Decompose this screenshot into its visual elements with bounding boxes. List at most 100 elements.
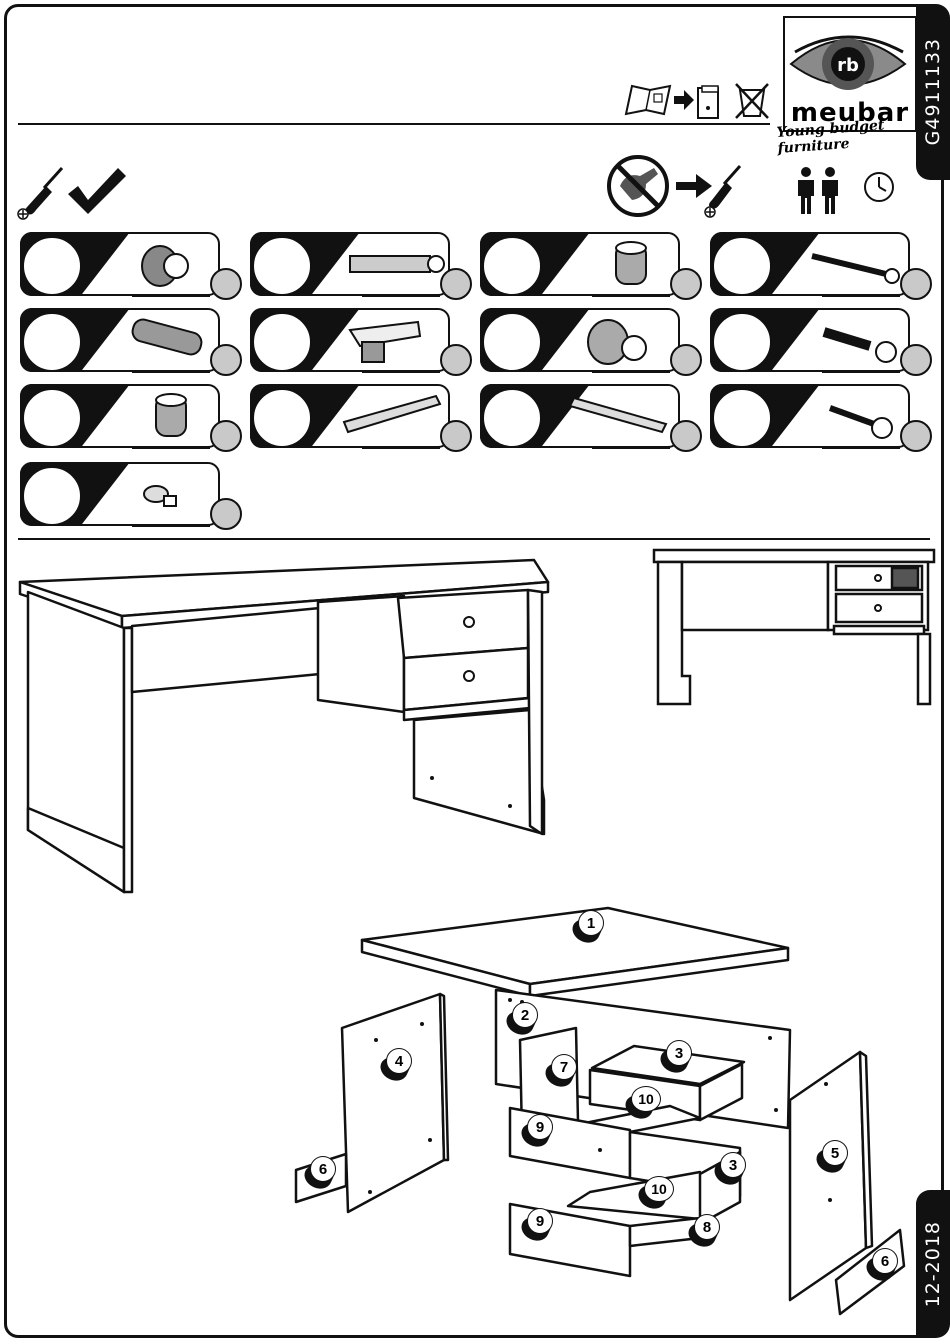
quantity-underline: [132, 371, 210, 373]
desk-front-view-illustration: [652, 546, 936, 710]
part-callout-9: 9: [527, 1208, 559, 1238]
part-number-circle: [22, 236, 82, 296]
callout-number: 4: [386, 1048, 412, 1074]
quantity-underline: [592, 371, 670, 373]
part-callout-8: 8: [694, 1214, 726, 1244]
part-number-circle: [22, 312, 82, 372]
shelf-support-icon: [340, 312, 450, 372]
eye-logo-icon: rb: [785, 22, 911, 102]
part-callout-6: 6: [872, 1248, 904, 1278]
quantity-underline: [822, 371, 900, 373]
callout-number: 8: [694, 1214, 720, 1240]
hardware-slot-shelf-support: [250, 308, 472, 376]
exploded-view-illustration: [290, 900, 920, 1320]
quantity-underline: [132, 525, 210, 527]
callout-number: 2: [512, 1002, 538, 1028]
part-callout-10: 10: [644, 1176, 676, 1206]
quantity-circle: [210, 344, 242, 376]
quantity-circle: [210, 498, 242, 530]
callout-number: 3: [720, 1152, 746, 1178]
part-callout-7: 7: [551, 1054, 583, 1084]
part-number-circle: [712, 312, 772, 372]
quantity-circle: [900, 268, 932, 300]
quantity-underline: [362, 295, 440, 297]
callout-number: 7: [551, 1054, 577, 1080]
cam-bolt-icon: [110, 236, 220, 296]
quantity-circle: [210, 420, 242, 452]
quantity-circle: [900, 344, 932, 376]
quantity-circle: [210, 268, 242, 300]
drawer-connector-icon: [800, 312, 910, 372]
header-divider: [18, 123, 770, 125]
wooden-dowel-icon: [110, 312, 220, 372]
drawer-runner-left-icon: [340, 388, 450, 448]
hardware-slot-wood-screw: [710, 232, 932, 300]
quantity-underline: [592, 295, 670, 297]
callout-number: 6: [872, 1248, 898, 1274]
hardware-slot-short-screw: [710, 384, 932, 452]
cam-lock-icon: [570, 236, 680, 296]
cam-bolt-large-icon: [570, 312, 680, 372]
part-number-circle: [712, 388, 772, 448]
hardware-slot-cam-bolt-large: [480, 308, 702, 376]
ruler-check-icon: [64, 166, 128, 216]
quantity-underline: [822, 295, 900, 297]
hardware-slot-drawer-runner-right: [480, 384, 702, 452]
part-number-circle: [22, 388, 82, 448]
wood-screw-icon: [800, 236, 910, 296]
callout-number: 5: [822, 1140, 848, 1166]
no-power-tool-icon: [606, 154, 746, 220]
callout-number: 10: [631, 1086, 661, 1112]
article-code-tab: G4911133: [916, 4, 950, 180]
quantity-circle: [440, 344, 472, 376]
brand-logo: rb meubar: [783, 16, 917, 132]
part-number-circle: [482, 312, 542, 372]
quantity-circle: [440, 268, 472, 300]
part-callout-9: 9: [527, 1114, 559, 1144]
part-callout-10: 10: [631, 1086, 663, 1116]
part-callout-6: 6: [310, 1156, 342, 1186]
hardware-slot-cam-bolt: [20, 232, 242, 300]
logo-mark: rb: [837, 55, 859, 76]
drawer-runner-right-icon: [570, 388, 680, 448]
quantity-circle: [670, 268, 702, 300]
date-code-tab: 12-2018: [916, 1190, 950, 1338]
quantity-underline: [362, 447, 440, 449]
hardware-slot-drawer-knob: [20, 462, 242, 530]
quantity-underline: [132, 295, 210, 297]
part-callout-4: 4: [386, 1048, 418, 1078]
callout-number: 1: [578, 910, 604, 936]
quantity-circle: [670, 420, 702, 452]
quantity-circle: [440, 420, 472, 452]
short-screw-icon: [800, 388, 910, 448]
part-callout-2: 2: [512, 1002, 544, 1032]
part-number-circle: [482, 236, 542, 296]
parts-divider: [18, 538, 930, 540]
quantity-underline: [362, 371, 440, 373]
part-number-circle: [252, 312, 312, 372]
two-persons-icon: [794, 166, 844, 216]
hardware-slot-cam-lock: [480, 232, 702, 300]
quantity-circle: [670, 344, 702, 376]
callout-number: 6: [310, 1156, 336, 1182]
cam-lock-small-icon: [110, 388, 220, 448]
hardware-slot-dowel-connector: [250, 232, 472, 300]
part-number-circle: [712, 236, 772, 296]
quantity-circle: [900, 420, 932, 452]
callout-number: 9: [527, 1208, 553, 1234]
part-callout-3: 3: [666, 1040, 698, 1070]
part-number-circle: [252, 388, 312, 448]
assembled-desk-illustration: [14, 552, 554, 902]
part-callout-5: 5: [822, 1140, 854, 1170]
quantity-underline: [592, 447, 670, 449]
clock-icon: [862, 170, 896, 204]
quantity-underline: [822, 447, 900, 449]
hardware-slot-cam-lock-small: [20, 384, 242, 452]
part-number-circle: [22, 466, 82, 526]
hardware-slot-wooden-dowel: [20, 308, 242, 376]
no-trash-icon: [732, 80, 772, 120]
hardware-slot-drawer-connector: [710, 308, 932, 376]
part-callout-3: 3: [720, 1152, 752, 1182]
callout-number: 10: [644, 1176, 674, 1202]
part-number-circle: [482, 388, 542, 448]
